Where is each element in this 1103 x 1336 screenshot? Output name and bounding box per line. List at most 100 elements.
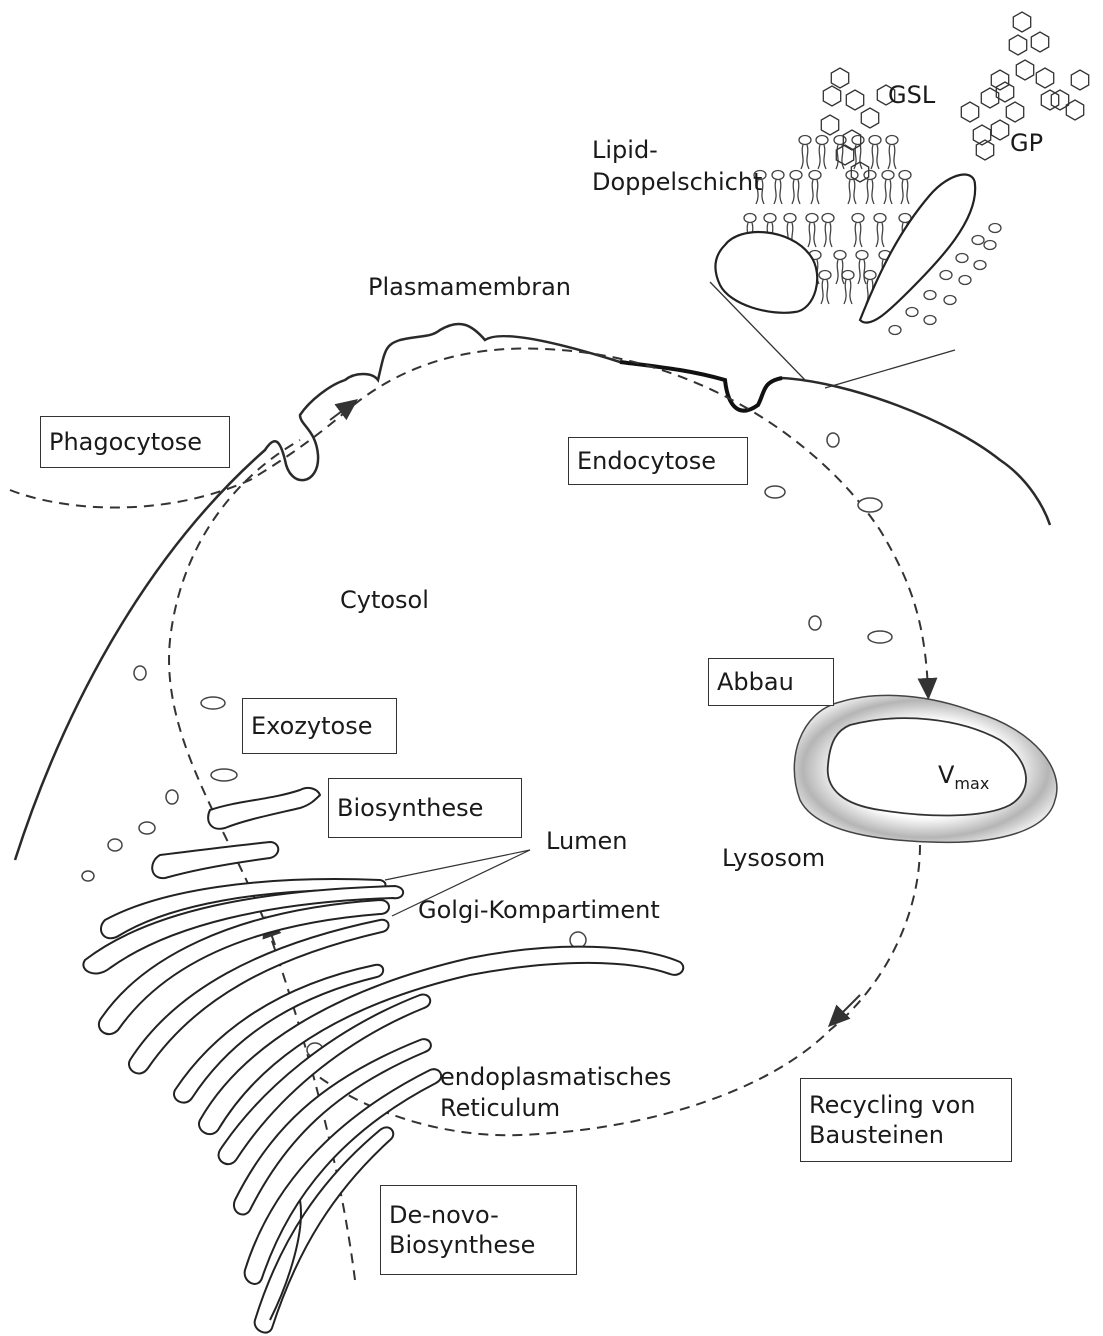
lipid-head: [834, 136, 846, 145]
lipid-head: [959, 276, 971, 285]
lipid-tail: [901, 180, 909, 204]
lipid-bilayer-label-line1: Lipid-: [592, 135, 658, 165]
lipid-tail: [871, 145, 879, 169]
gp-sugar-hexagon: [1006, 102, 1023, 122]
gp-sugar-hexagon: [1071, 70, 1088, 90]
lipid-head: [972, 236, 984, 245]
cytosol-label: Cytosol: [340, 585, 429, 615]
vesicle: [108, 839, 122, 851]
gsl-label: GSL: [888, 80, 935, 110]
gp-sugar-hexagon: [1031, 32, 1048, 52]
lipid-head: [974, 261, 986, 270]
gp-sugar-hexagon: [1041, 90, 1058, 110]
gp-sugar-hexagon: [991, 120, 1008, 140]
er-label-line2: Reticulum: [440, 1093, 560, 1123]
lipid-head: [819, 271, 831, 280]
lipid-tail: [824, 223, 832, 247]
lipid-head: [869, 136, 881, 145]
vesicle: [139, 822, 155, 834]
trafficking-cycle-path: [10, 349, 928, 690]
recycling-box: Recycling von Bausteinen: [800, 1078, 1012, 1162]
endoplasmic-reticulum: [219, 995, 442, 1333]
vesicle: [134, 666, 146, 680]
recycling-arrow-seg: [835, 995, 860, 1020]
lipid-head: [842, 271, 854, 280]
gsl-sugar-hexagon: [861, 108, 878, 128]
gsl-sugar-hexagon: [831, 68, 848, 88]
membrane-protein-gp: [860, 175, 975, 323]
lipid-head: [906, 308, 918, 317]
membrane-bold-segment: [620, 362, 782, 411]
lipid-head: [806, 214, 818, 223]
lipid-bilayer: [715, 136, 1001, 335]
vesicle: [166, 790, 178, 804]
gp-sugar-hexagon: [1066, 100, 1083, 120]
vesicle: [570, 932, 586, 948]
membrane-protein-left: [715, 232, 817, 313]
lipid-head: [834, 251, 846, 260]
lipid-head: [822, 214, 834, 223]
exozytose-box: Exozytose: [242, 698, 397, 754]
phagocytose-box: Phagocytose: [40, 416, 230, 468]
lipid-tail: [844, 280, 852, 304]
lysosom-label: Lysosom: [722, 843, 825, 873]
gsl-sugar-hexagon: [821, 115, 838, 135]
lumen-leader-1: [385, 850, 530, 880]
lipid-head: [790, 171, 802, 180]
lipid-tail: [792, 180, 800, 204]
biosynthese-box: Biosynthese: [328, 778, 522, 838]
vesicle: [809, 616, 821, 630]
lipid-head: [799, 136, 811, 145]
er-label-line1: endoplasmatisches: [440, 1062, 671, 1092]
lipid-head: [899, 171, 911, 180]
lipid-head: [816, 136, 828, 145]
gp-sugar-hexagon: [961, 102, 978, 122]
zoom-line-right: [825, 350, 955, 388]
lipid-tail: [801, 145, 809, 169]
gp-label: GP: [1010, 128, 1043, 158]
gp-sugar-hexagon: [1013, 12, 1030, 32]
vesicle: [827, 433, 839, 447]
lipid-head: [940, 271, 952, 280]
lipid-head: [874, 214, 886, 223]
lipid-head: [924, 316, 936, 325]
endocytose-box: Endocytose: [568, 437, 748, 485]
lipid-head: [772, 171, 784, 180]
lipid-head: [809, 171, 821, 180]
lipid-tail: [866, 180, 874, 204]
gsl-sugar-hexagon: [836, 145, 853, 165]
gp-sugar-hexagon: [981, 88, 998, 108]
abbau-box: Abbau: [708, 658, 834, 706]
lipid-head: [856, 251, 868, 260]
lipid-head: [882, 171, 894, 180]
lipid-head: [944, 296, 956, 305]
lipid-tail: [774, 180, 782, 204]
lipid-head: [864, 271, 876, 280]
lipid-tail: [848, 180, 856, 204]
gp-sugar-hexagon: [1009, 35, 1026, 55]
lipid-head: [924, 291, 936, 300]
lipid-tail: [811, 180, 819, 204]
plasmamembran-label: Plasmamembran: [368, 272, 571, 302]
lipid-head: [889, 326, 901, 335]
lipid-head: [852, 136, 864, 145]
lipid-tail: [854, 223, 862, 247]
vesicle: [868, 631, 892, 643]
lipid-head: [744, 214, 756, 223]
vesicle: [82, 871, 94, 881]
gp-sugar-hexagon: [991, 70, 1008, 90]
lipid-head: [852, 214, 864, 223]
lipid-head: [764, 214, 776, 223]
lipid-head: [956, 254, 968, 263]
lipid-tail: [808, 223, 816, 247]
lipid-head: [984, 241, 996, 250]
lipid-tail: [818, 145, 826, 169]
gsl-sugar-hexagon: [846, 90, 863, 110]
gsl-sugar-chain: [821, 68, 894, 182]
gp-sugar-hexagon: [1016, 60, 1033, 80]
vesicle: [211, 769, 237, 781]
lipid-tail: [876, 223, 884, 247]
lipid-tail: [888, 145, 896, 169]
lipid-head: [989, 224, 1001, 233]
denovo-box: De-novo- Biosynthese: [380, 1185, 577, 1275]
